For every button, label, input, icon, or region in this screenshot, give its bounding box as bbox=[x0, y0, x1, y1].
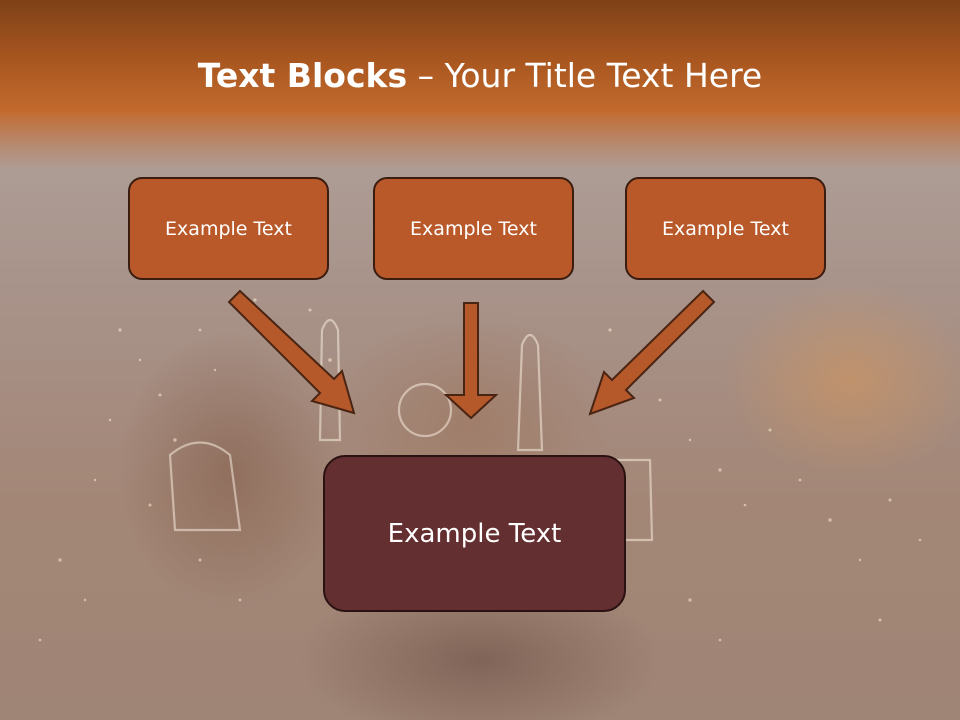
text-block-2-label: Example Text bbox=[410, 217, 537, 240]
title-dash: – bbox=[407, 56, 445, 95]
text-block-1-label: Example Text bbox=[165, 217, 292, 240]
arrow-left-diagonal bbox=[227, 289, 356, 415]
main-text-block[interactable]: Example Text bbox=[323, 455, 626, 612]
main-text-block-label: Example Text bbox=[387, 518, 562, 549]
title-rest-text: Your Title Text Here bbox=[444, 56, 763, 95]
arrow-right-diagonal bbox=[588, 289, 716, 416]
text-block-1[interactable]: Example Text bbox=[128, 177, 329, 280]
text-block-3-label: Example Text bbox=[662, 217, 789, 240]
text-block-3[interactable]: Example Text bbox=[625, 177, 826, 280]
arrow-center-down bbox=[443, 302, 499, 420]
title-bold-text: Text Blocks bbox=[197, 56, 408, 95]
slide-title: Text Blocks – Your Title Text Here bbox=[0, 56, 960, 96]
text-block-2[interactable]: Example Text bbox=[373, 177, 574, 280]
title-band bbox=[0, 0, 960, 170]
